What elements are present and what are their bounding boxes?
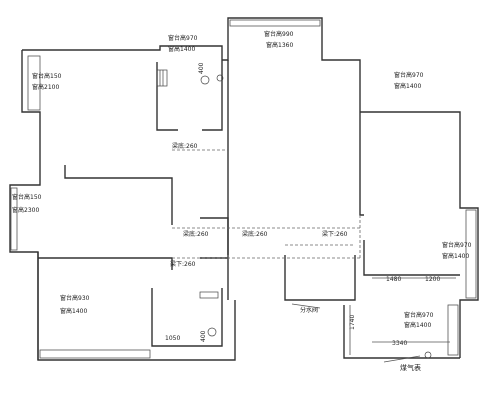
label-dim-400-top: 400 — [198, 62, 205, 74]
label-win-bottomleft-height: 窗高1400 — [60, 307, 87, 315]
wall-bottom-room-top — [38, 257, 173, 270]
shower-grid-bottom — [199, 291, 219, 299]
toilet-top — [200, 75, 210, 85]
label-dim-1480: 1480 — [386, 276, 401, 283]
label-win-left-height: 窗高2300 — [12, 206, 39, 214]
window-right — [465, 209, 477, 299]
label-beam-4: 梁下:260 — [322, 230, 348, 238]
label-win-bottomright-sill: 窗台高970 — [404, 311, 434, 319]
wall-bath-right — [202, 60, 223, 131]
window-left — [10, 187, 18, 251]
windows — [10, 19, 477, 359]
sink-top — [216, 74, 224, 82]
label-dim-1740: 1740 — [349, 315, 356, 330]
window-top-left — [27, 55, 41, 111]
label-win-topcenter-height: 窗高1400 — [168, 45, 195, 53]
wall-top-left-upper — [22, 45, 223, 60]
label-win-top-sill: 窗台高990 — [264, 30, 294, 38]
label-win-right-mid-height: 窗高1400 — [442, 252, 469, 260]
label-win-left-sill: 窗台高150 — [12, 193, 42, 201]
label-win-topcenter-sill: 窗台高970 — [168, 34, 198, 42]
toilet-bottom — [207, 327, 217, 337]
wall-kitchen — [284, 255, 356, 301]
label-beam-5: 梁下:260 — [170, 260, 196, 268]
wall-right-upper — [360, 111, 479, 358]
label-dim-400-bottom: 400 — [200, 330, 207, 342]
gas-meter-symbol — [424, 351, 432, 359]
label-dim-1200: 1200 — [425, 276, 440, 283]
beam-lines — [172, 149, 361, 259]
shower-grid-top — [156, 69, 168, 87]
label-win-topleft-sill: 窗台高150 — [32, 72, 62, 80]
label-win-right-sill: 窗台高970 — [394, 71, 424, 79]
label-dim-3340: 3340 — [392, 340, 407, 347]
label-beam-1: 梁底:260 — [172, 142, 198, 150]
wall-right-room-bottom — [363, 240, 460, 276]
labels: 窗台高150 窗高2100 窗台高970 窗高1400 窗台高990 窗高136… — [12, 30, 472, 372]
fixtures — [156, 69, 432, 359]
window-bottom-left — [39, 349, 151, 359]
label-win-bottomleft-sill: 窗台高930 — [60, 294, 90, 302]
label-win-right-height: 窗高1400 — [394, 82, 421, 90]
label-water-box: 分水阀 — [300, 306, 318, 314]
label-win-top-height: 窗高1360 — [266, 41, 293, 49]
label-win-right-mid-sill: 窗台高970 — [442, 241, 472, 249]
interior-walls — [38, 60, 460, 347]
label-beam-3: 梁底:260 — [242, 230, 268, 238]
wall-right-bottom — [343, 305, 460, 359]
label-gas-meter: 煤气表 — [400, 363, 421, 372]
label-win-topleft-height: 窗高2100 — [32, 83, 59, 91]
dimension-lines — [291, 277, 456, 363]
window-top — [229, 19, 321, 27]
wall-corridor-left — [64, 165, 173, 225]
wall-top-left — [9, 50, 236, 361]
label-win-bottomright-height: 窗高1400 — [404, 321, 431, 329]
wall-bath2 — [151, 288, 223, 347]
wall-living-right — [359, 112, 364, 216]
label-dim-1050: 1050 — [165, 335, 180, 342]
window-bottom-right — [447, 304, 459, 356]
label-beam-2: 梁底:260 — [183, 230, 209, 238]
